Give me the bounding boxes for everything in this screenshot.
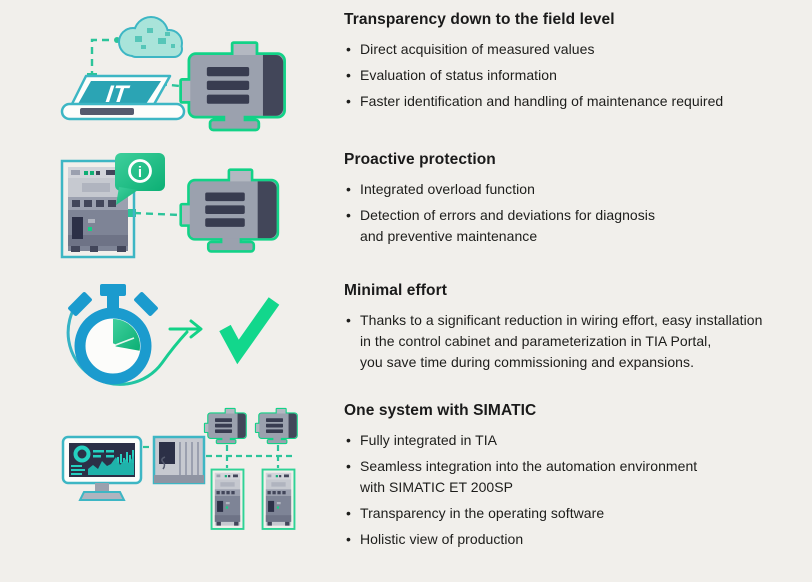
bullet-list: Thanks to a significant reduction in wir…: [344, 310, 812, 373]
dashed-connector: [133, 211, 181, 217]
cloud-icon: [118, 16, 183, 58]
it-laptop-icon: IT: [60, 74, 186, 121]
bullet-item: Evaluation of status information: [344, 65, 812, 86]
info-glyph: i: [138, 164, 142, 181]
arrow-icon: [168, 319, 203, 339]
dashed-connector: [143, 445, 295, 468]
bullet-item: Direct acquisition of measured values: [344, 39, 812, 60]
section-effort: Minimal effort Thanks to a significant r…: [344, 281, 812, 378]
bullet-item: Faster identification and handling of ma…: [344, 91, 812, 112]
bullet-list: Direct acquisition of measured values Ev…: [344, 39, 812, 112]
motor-icon: [254, 407, 298, 445]
motor-icon: [203, 407, 247, 445]
illustration-protection: i: [30, 145, 330, 275]
section-heading: Proactive protection: [344, 151, 496, 168]
section-protection: Proactive protection Integrated overload…: [344, 150, 812, 252]
dashboard-lines: [71, 450, 114, 475]
checkmark-icon: [219, 297, 280, 365]
illustration-effort: [30, 268, 330, 399]
motor-icon: [182, 171, 277, 250]
bullet-list: Fully integrated in TIA Seamless integra…: [344, 430, 812, 550]
bullet-item: Transparency in the operating software: [344, 503, 812, 524]
motor-icon: [182, 44, 283, 129]
drive-tower-icon: [261, 468, 296, 530]
section-transparency: Transparency down to the field level Dir…: [344, 10, 812, 117]
bullet-list: Integrated overload function Detection o…: [344, 179, 812, 247]
dashboard-monitor-icon: [61, 435, 143, 501]
bullet-item: Integrated overload function: [344, 179, 812, 200]
plc-module-icon: [152, 435, 206, 485]
section-heading: One system with SIMATIC: [344, 402, 537, 419]
illustration-transparency: IT: [30, 0, 330, 147]
donut-chart: [73, 445, 91, 463]
section-simatic: One system with SIMATIC Fully integrated…: [344, 401, 812, 555]
info-bubble-icon: i: [115, 153, 165, 205]
bullet-item: Thanks to a significant reduction in wir…: [344, 310, 812, 373]
bullet-item: Seamless integration into the automation…: [344, 456, 812, 498]
area-chart: [88, 455, 134, 475]
bullet-item: Detection of errors and deviations for d…: [344, 205, 812, 247]
section-heading: Minimal effort: [344, 282, 448, 299]
stopwatch-icon: [68, 284, 158, 385]
bullet-item: Fully integrated in TIA: [344, 430, 812, 451]
drive-tower-icon: [210, 468, 245, 530]
bullet-item: Holistic view of production: [344, 529, 812, 550]
illustration-simatic: [30, 395, 330, 565]
section-heading: Transparency down to the field level: [344, 11, 615, 28]
